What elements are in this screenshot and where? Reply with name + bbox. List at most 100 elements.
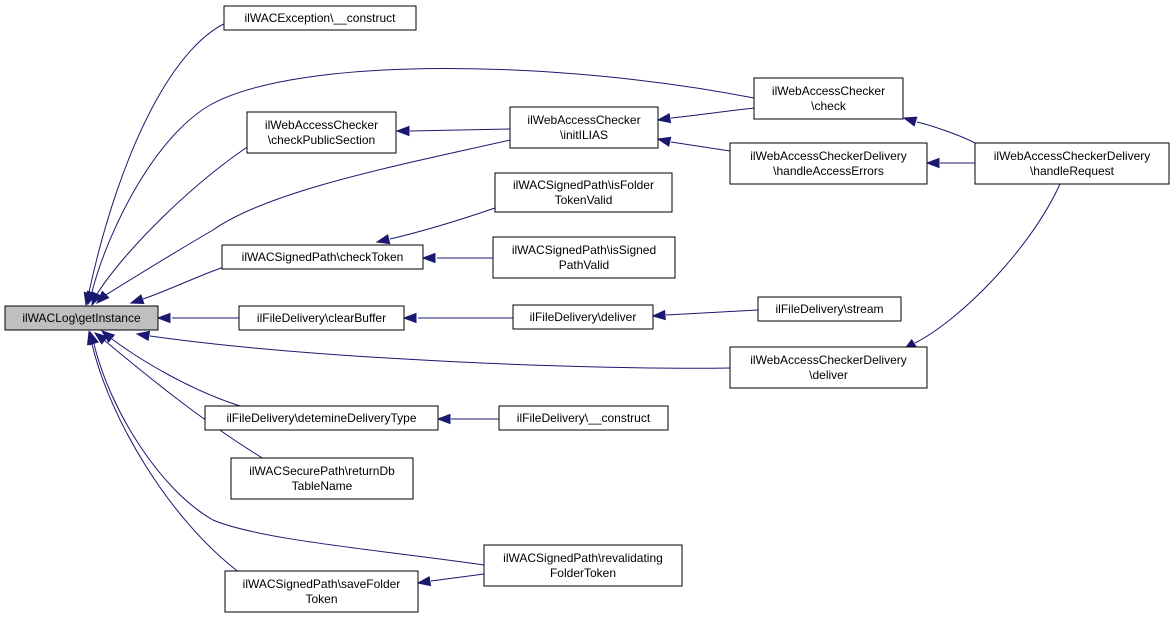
call-edge-22	[430, 573, 485, 582]
call-edge-arrowhead-17	[375, 234, 391, 245]
call-edge-arrowhead-18	[421, 252, 436, 264]
node-box	[483, 544, 683, 587]
call-edge-12	[670, 107, 755, 119]
call-edge-arrowhead-5	[156, 312, 171, 324]
node-box	[729, 346, 928, 389]
node-label: ilFileDelivery\detemineDeliveryType	[226, 411, 416, 425]
node-label: PathValid	[559, 258, 609, 272]
call-edge-arrowhead-20	[651, 309, 666, 321]
node-box	[509, 106, 659, 149]
node-handle-access-errors[interactable]: ilWebAccessCheckerDelivery\handleAccessE…	[729, 142, 928, 185]
call-edge-arrowhead-19	[402, 312, 417, 324]
node-fd-deliver[interactable]: ilFileDelivery\deliver	[512, 304, 654, 330]
node-stream[interactable]: ilFileDelivery\stream	[757, 296, 902, 322]
node-box	[494, 172, 673, 213]
node-box	[753, 77, 904, 120]
node-label: ilWACSignedPath\revalidating	[503, 551, 663, 565]
node-handle-request[interactable]: ilWebAccessCheckerDelivery\handleRequest	[974, 142, 1170, 185]
node-label: ilWebAccessCheckerDelivery	[750, 353, 907, 367]
node-box	[757, 296, 902, 322]
node-init-i-l-i-a-s[interactable]: ilWebAccessChecker\initILIAS	[509, 106, 659, 149]
node-check[interactable]: ilWebAccessChecker\check	[753, 77, 904, 120]
node-label: ilWebAccessChecker	[265, 118, 378, 132]
call-edge-arrowhead-6	[135, 330, 151, 342]
node-label: \initILIAS	[560, 128, 608, 142]
node-box	[498, 405, 669, 431]
node-label: ilFileDelivery\deliver	[530, 310, 637, 324]
call-edge-arrowhead-8	[93, 332, 109, 345]
call-edge-2	[103, 139, 511, 297]
node-box	[204, 405, 439, 431]
node-box	[974, 142, 1170, 185]
node-box	[221, 244, 424, 270]
node-label: \deliver	[809, 368, 848, 382]
node-label: ilFileDelivery\stream	[775, 302, 883, 316]
node-box	[4, 305, 159, 331]
node-box	[223, 5, 417, 31]
call-edge-arrowhead-10	[86, 330, 98, 346]
node-check-public-section[interactable]: ilWebAccessChecker\checkPublicSection	[246, 111, 397, 154]
node-check-token[interactable]: ilWACSignedPath\checkToken	[221, 244, 424, 270]
call-edge-6	[149, 335, 731, 369]
node-label: ilWACSignedPath\checkToken	[242, 250, 404, 264]
call-edge-20	[665, 309, 759, 316]
call-edge-arrowhead-14	[902, 116, 918, 127]
call-edge-1	[96, 139, 259, 295]
call-edge-8	[103, 339, 265, 460]
call-edge-16	[914, 183, 1061, 344]
call-edge-arrowhead-2	[95, 290, 110, 305]
call-edge-17	[389, 207, 496, 240]
node-label: \handleAccessErrors	[773, 164, 884, 178]
node-label: ilWebAccessCheckerDelivery	[994, 149, 1151, 163]
node-label: ilWACSignedPath\saveFolder	[243, 577, 401, 591]
node-determine-type[interactable]: ilFileDelivery\detemineDeliveryType	[204, 405, 439, 431]
call-edge-3	[91, 68, 755, 293]
node-label: ilFileDelivery\__construct	[517, 411, 651, 425]
node-box	[729, 142, 928, 185]
node-label: \check	[811, 99, 847, 113]
call-edge-arrowhead-22	[416, 575, 432, 587]
node-wac-exc-construct[interactable]: ilWACException\__construct	[223, 5, 417, 31]
call-edge-7	[111, 338, 241, 407]
node-label: TableName	[292, 479, 353, 493]
call-edge-10	[91, 343, 241, 574]
call-edge-arrowhead-21	[436, 413, 451, 425]
node-clear-buffer[interactable]: ilFileDelivery\clearBuffer	[238, 305, 405, 331]
node-box	[512, 304, 654, 330]
node-wacd-deliver[interactable]: ilWebAccessCheckerDelivery\deliver	[729, 346, 928, 389]
call-edge-13	[670, 141, 731, 152]
call-edge-0	[88, 19, 234, 293]
node-label: ilWACException\__construct	[245, 11, 397, 25]
node-box	[492, 236, 676, 279]
node-fd-construct[interactable]: ilFileDelivery\__construct	[498, 405, 669, 431]
node-label: FolderToken	[550, 566, 616, 580]
node-box	[238, 305, 405, 331]
node-label: ilWACSecurePath\returnDb	[249, 464, 395, 478]
node-box	[246, 111, 397, 154]
call-edge-arrowhead-15	[925, 157, 940, 169]
node-label: Token	[305, 592, 337, 606]
call-edge-arrowhead-3	[86, 290, 97, 306]
node-label: ilWACSignedPath\isSigned	[512, 243, 656, 257]
call-edge-14	[916, 121, 976, 144]
node-label: ilWACLog\getInstance	[22, 311, 141, 325]
node-label: \handleRequest	[1030, 164, 1115, 178]
call-edge-arrowhead-4	[129, 294, 145, 305]
node-label: ilWACSignedPath\isFolder	[513, 178, 654, 192]
call-edge-arrowhead-11	[395, 125, 410, 137]
node-label: ilWebAccessCheckerDelivery	[750, 149, 907, 163]
call-edge-arrowhead-13	[656, 136, 672, 147]
node-label: \checkPublicSection	[268, 133, 375, 147]
call-edge-9	[93, 343, 485, 566]
node-label: ilWebAccessChecker	[772, 84, 885, 98]
node-get-instance[interactable]: ilWACLog\getInstance	[4, 305, 159, 331]
node-label: ilFileDelivery\clearBuffer	[257, 311, 386, 325]
call-edge-arrowhead-12	[656, 112, 672, 124]
node-label: TokenValid	[555, 193, 613, 207]
